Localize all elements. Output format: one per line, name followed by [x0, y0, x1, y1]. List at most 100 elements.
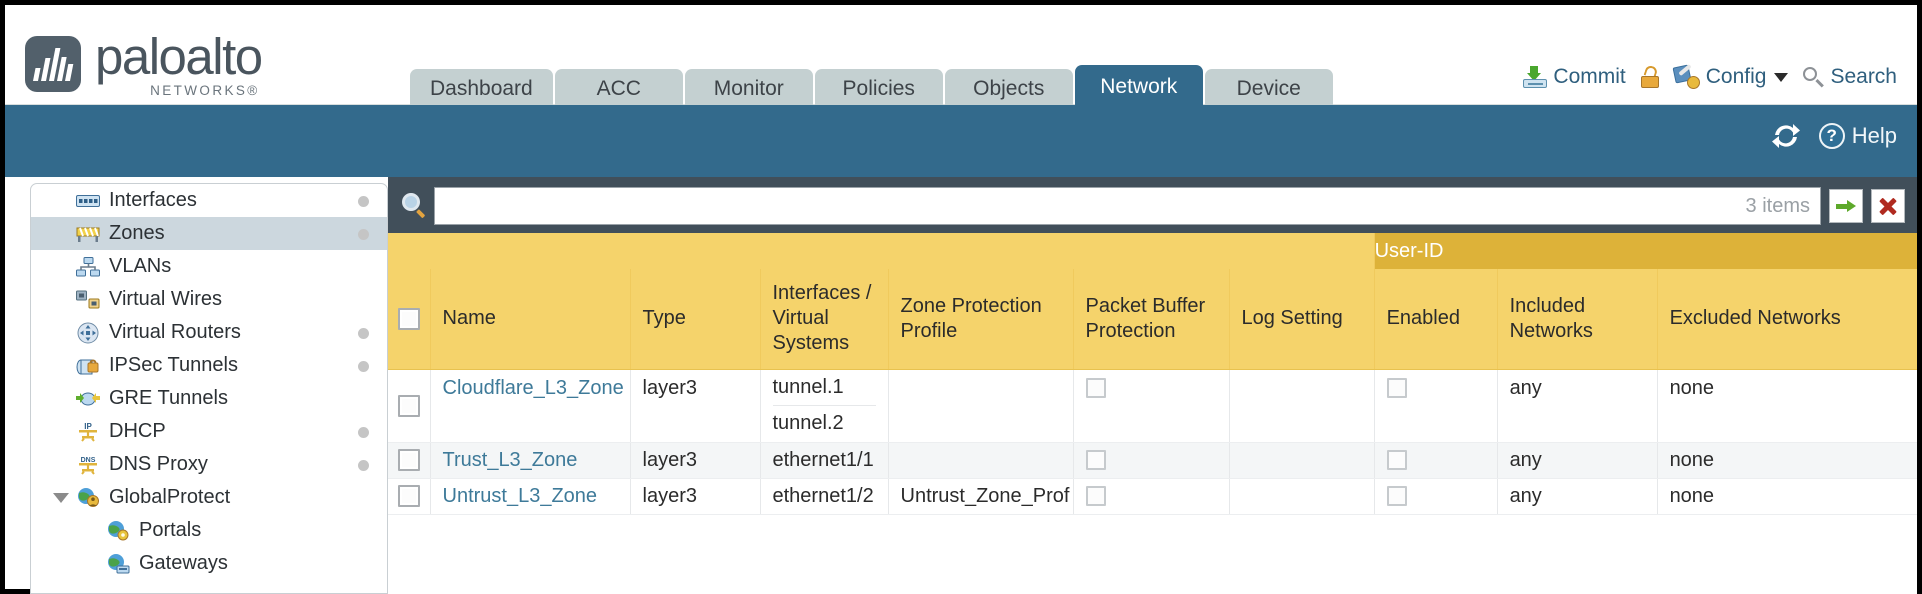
- column-header-interfaces[interactable]: Interfaces / Virtual Systems: [760, 269, 889, 370]
- config-menu[interactable]: Config: [1672, 63, 1789, 89]
- zone-name-link[interactable]: Trust_L3_Zone: [442, 448, 578, 471]
- search-box[interactable]: 3 items: [434, 187, 1821, 225]
- gateways-icon: [105, 553, 131, 575]
- table-row[interactable]: Trust_L3_Zone layer3 ethernet1/1 any non…: [388, 442, 1917, 479]
- userid-enabled-checkbox[interactable]: [1386, 450, 1407, 471]
- zone-interfaces-cell: ethernet1/2: [760, 478, 889, 515]
- interfaces-icon: [75, 190, 101, 212]
- status-dot: [358, 328, 369, 339]
- sidebar-item-label: GRE Tunnels: [109, 387, 228, 409]
- interface-item: tunnel.1: [772, 370, 876, 406]
- green-arrow-icon: [1836, 200, 1856, 212]
- help-button[interactable]: ? Help: [1818, 123, 1897, 149]
- sidebar-item-label: Virtual Wires: [109, 288, 222, 310]
- row-checkbox[interactable]: [398, 449, 420, 472]
- tab-monitor[interactable]: Monitor: [684, 69, 813, 109]
- magnifier-icon[interactable]: [400, 193, 426, 219]
- status-dot: [358, 361, 369, 372]
- zone-name-link[interactable]: Cloudflare_L3_Zone: [442, 376, 624, 399]
- column-header-log-setting[interactable]: Log Setting: [1229, 269, 1375, 370]
- table-header-row: Name Type Interfaces / Virtual Systems Z…: [388, 269, 1917, 370]
- top-bar: paloalto NETWORKS® Dashboard ACC Monitor…: [5, 5, 1917, 109]
- lock-button[interactable]: [1640, 64, 1660, 88]
- log-setting-cell: [1229, 478, 1375, 515]
- zone-type-cell: layer3: [630, 369, 761, 443]
- sidebar-item-vlans[interactable]: VLANs: [31, 250, 387, 283]
- tab-policies[interactable]: Policies: [814, 69, 943, 109]
- search-label: Search: [1830, 65, 1897, 88]
- status-dot: [358, 427, 369, 438]
- excluded-networks-cell: none: [1657, 442, 1917, 479]
- packet-buffer-protection-checkbox[interactable]: [1085, 486, 1106, 507]
- clear-filter-button[interactable]: [1871, 189, 1905, 223]
- help-icon: ?: [1818, 123, 1845, 149]
- packet-buffer-protection-checkbox[interactable]: [1085, 450, 1106, 471]
- tab-objects[interactable]: Objects: [944, 69, 1073, 109]
- config-wrench-icon: [1672, 63, 1700, 89]
- row-select-cell: [388, 369, 431, 443]
- column-header-type[interactable]: Type: [630, 269, 761, 370]
- tab-device[interactable]: Device: [1204, 69, 1333, 109]
- zone-protection-profile-cell: Untrust_Zone_Prof: [888, 478, 1074, 515]
- expander-triangle-icon[interactable]: [53, 493, 69, 503]
- sidebar-item-label: VLANs: [109, 255, 172, 277]
- excluded-networks-cell: none: [1657, 369, 1917, 443]
- column-header-excluded-networks[interactable]: Excluded Networks: [1657, 269, 1917, 370]
- sidebar-item-label: Gateways: [139, 552, 228, 574]
- column-header-name[interactable]: Name: [430, 269, 631, 370]
- column-header-userid-enabled[interactable]: Enabled: [1374, 269, 1498, 370]
- column-header-zone-protection-profile[interactable]: Zone Protection Profile: [888, 269, 1074, 370]
- sidebar-item-virtual-wires[interactable]: Virtual Wires: [31, 283, 387, 316]
- search-input[interactable]: [445, 195, 1736, 217]
- table-group-header-row: User-ID: [388, 233, 1917, 269]
- dns-proxy-icon: DNS: [75, 454, 101, 476]
- refresh-icon[interactable]: [1771, 123, 1801, 149]
- zone-name-link[interactable]: Untrust_L3_Zone: [442, 484, 598, 507]
- sidebar-item-label: IPSec Tunnels: [109, 354, 238, 376]
- row-checkbox[interactable]: [398, 394, 420, 417]
- tab-network[interactable]: Network: [1074, 65, 1203, 109]
- brand-logo: paloalto NETWORKS®: [25, 27, 263, 98]
- svg-text:IP: IP: [84, 422, 92, 431]
- top-actions: Commit Config Search: [1523, 63, 1897, 89]
- sidebar-item-label: Zones: [109, 222, 165, 244]
- ipsec-tunnels-icon: [75, 355, 101, 377]
- sidebar-item-label: Portals: [139, 519, 202, 541]
- table-row[interactable]: Cloudflare_L3_Zone layer3 tunnel.1 tunne…: [388, 369, 1917, 443]
- content-panel: 3 items: [388, 177, 1917, 594]
- sidebar-item-zones[interactable]: Zones: [31, 217, 387, 250]
- table-row[interactable]: Untrust_L3_Zone layer3 ethernet1/2 Untru…: [388, 478, 1917, 515]
- sidebar-item-portals[interactable]: Portals: [31, 514, 387, 547]
- virtual-wires-icon: [75, 289, 101, 311]
- column-header-included-networks[interactable]: Included Networks: [1497, 269, 1658, 370]
- portals-icon: [105, 520, 131, 542]
- row-checkbox[interactable]: [398, 485, 420, 508]
- sidebar-item-globalprotect[interactable]: GlobalProtect: [31, 481, 387, 514]
- commit-button[interactable]: Commit: [1523, 65, 1626, 89]
- packet-buffer-protection-checkbox[interactable]: [1085, 378, 1106, 399]
- tab-acc[interactable]: ACC: [554, 69, 683, 109]
- apply-filter-button[interactable]: [1829, 189, 1863, 223]
- userid-enabled-checkbox[interactable]: [1386, 378, 1407, 399]
- padlock-icon: [1640, 64, 1660, 88]
- sidebar-item-gre-tunnels[interactable]: GRE Tunnels: [31, 382, 387, 415]
- zone-protection-profile-cell: [888, 442, 1074, 479]
- row-select-cell: [388, 442, 431, 479]
- excluded-networks-cell: none: [1657, 478, 1917, 515]
- virtual-routers-icon: [75, 322, 101, 344]
- sidebar-item-interfaces[interactable]: Interfaces: [31, 184, 387, 217]
- column-header-packet-buffer-protection[interactable]: Packet Buffer Protection: [1073, 269, 1230, 370]
- svg-text:DNS: DNS: [81, 457, 96, 464]
- status-dot: [358, 460, 369, 471]
- sidebar-item-virtual-routers[interactable]: Virtual Routers: [31, 316, 387, 349]
- select-all-checkbox[interactable]: [398, 307, 420, 330]
- tab-dashboard[interactable]: Dashboard: [410, 69, 553, 109]
- sidebar-item-ipsec-tunnels[interactable]: IPSec Tunnels: [31, 349, 387, 382]
- sidebar-item-dhcp[interactable]: IP DHCP: [31, 415, 387, 448]
- sidebar-item-dns-proxy[interactable]: DNS DNS Proxy: [31, 448, 387, 481]
- sidebar-item-gateways[interactable]: Gateways: [31, 547, 387, 580]
- search-button[interactable]: Search: [1802, 65, 1897, 89]
- userid-enabled-checkbox[interactable]: [1386, 486, 1407, 507]
- sidebar-item-label: DHCP: [109, 420, 166, 442]
- brand-name: paloalto: [95, 28, 263, 85]
